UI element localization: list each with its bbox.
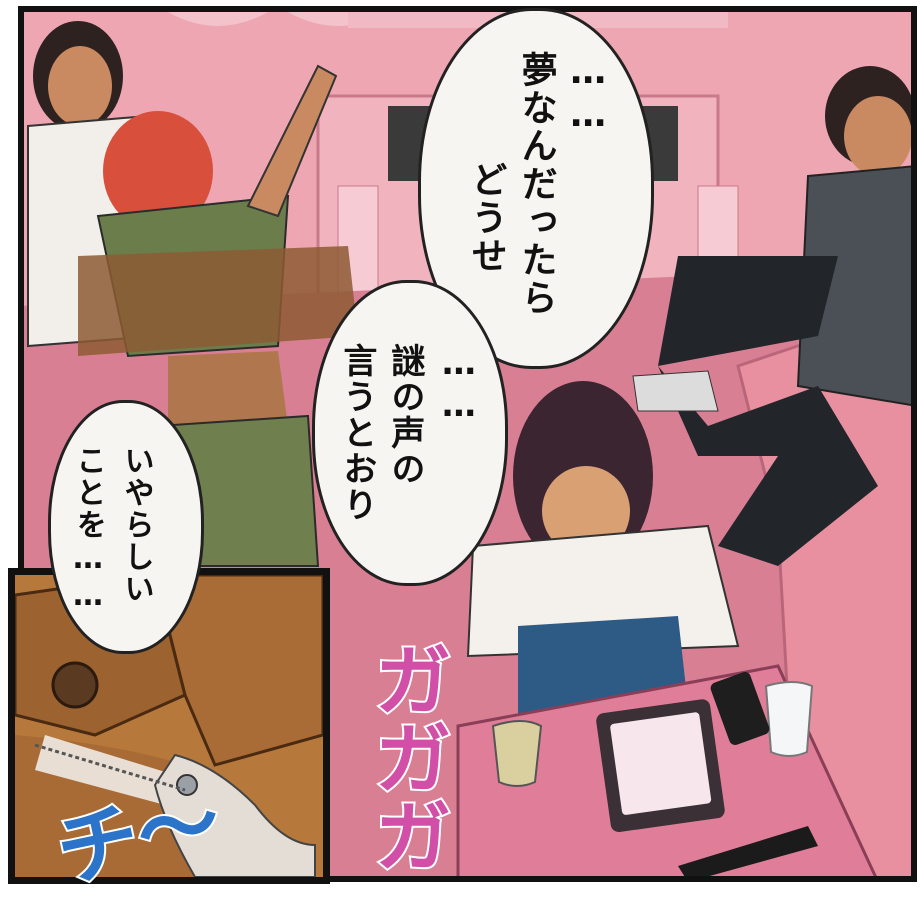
- bubble2-line3: 言うとおり: [336, 343, 377, 523]
- bubble3-line2: ことを……: [70, 445, 106, 615]
- red-hair: [103, 111, 213, 231]
- sfx-gagaga: ガガガ: [359, 638, 453, 876]
- bubble3-line1: いやらしい: [118, 445, 154, 605]
- bubble1-line3: どうせ: [465, 161, 507, 275]
- zipper-closeup-illustration: [15, 575, 323, 877]
- phone: [710, 671, 770, 745]
- bubble2-line2: 謎の声の: [384, 343, 425, 487]
- main-panel: [18, 6, 917, 882]
- dark-pants: [658, 366, 878, 566]
- zipper-pull: [176, 774, 198, 796]
- speech-bubble-2: 言うとおり 謎の声の ……: [312, 280, 508, 586]
- drink-glass: [491, 720, 543, 787]
- bubble1-line1: ……: [567, 51, 609, 137]
- bubble1-line2: 夢なんだったら: [515, 51, 557, 317]
- karaoke-room-illustration: [24, 12, 911, 876]
- water-glass: [764, 681, 814, 757]
- microphone: [678, 826, 818, 876]
- button: [51, 661, 99, 709]
- bubble2-line1: ……: [438, 343, 479, 427]
- speech-bubble-3: ことを…… いやらしい: [48, 400, 204, 654]
